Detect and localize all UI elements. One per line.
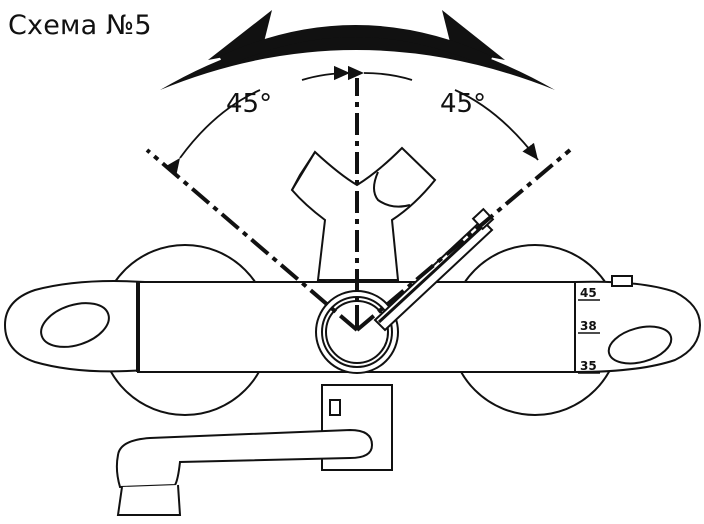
temperature-scale: 45 38 35 [578, 286, 600, 374]
axis-right [355, 148, 572, 332]
swing-range-arrow [160, 10, 555, 90]
scale-mark-38: 38 [580, 319, 597, 333]
top-diverter [290, 146, 437, 281]
scale-mark-45: 45 [580, 286, 597, 300]
lower-spout [115, 384, 393, 516]
scale-mark-35: 35 [580, 359, 597, 373]
angle-label-left: 45° [226, 89, 272, 119]
angle-arcs [164, 65, 539, 176]
diagram-title: Схема №5 [8, 10, 152, 41]
angle-label-right: 45° [440, 89, 486, 119]
axis-left [145, 148, 359, 332]
rotation-axes [145, 78, 572, 332]
